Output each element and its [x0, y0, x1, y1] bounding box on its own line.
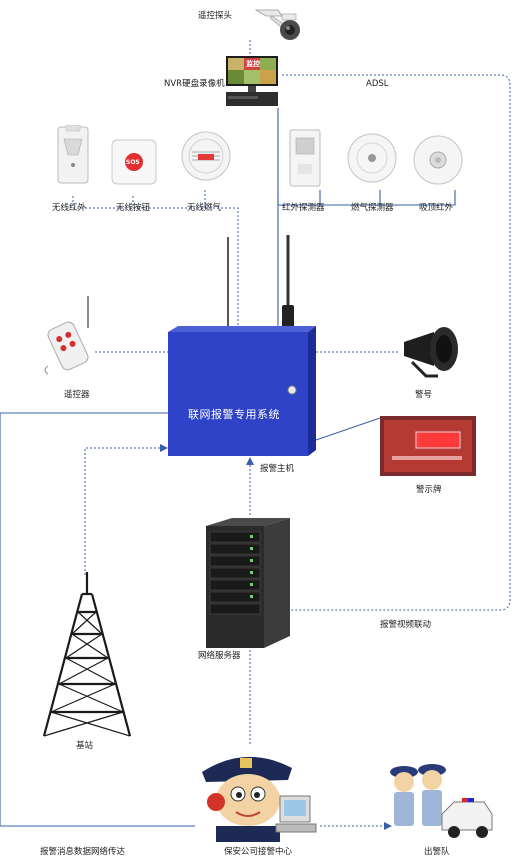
- police-label: 出警队: [424, 847, 450, 857]
- pir-detector-label: 红外探测器: [282, 203, 325, 213]
- pir-detector: [288, 128, 322, 190]
- security-center: [196, 742, 318, 842]
- base-station-tower: [42, 572, 132, 738]
- server-label: 网络服务器: [198, 651, 241, 661]
- ceiling-pir-label: 吸顶红外: [419, 203, 454, 213]
- sos-text: SOS: [126, 159, 140, 166]
- nvr-label: NVR硬盘录像机: [164, 79, 225, 89]
- ptz-camera-label: 遥控探头: [198, 11, 233, 21]
- wireless-button-label: 无线按钮: [116, 203, 151, 213]
- line-adsl: [282, 74, 511, 611]
- video-link-label: 报警视频联动: [380, 620, 432, 630]
- gas-detector-label: 燃气探测器: [351, 203, 394, 213]
- wireless-gas-detector: [178, 130, 234, 188]
- sign-label: 警示牌: [416, 485, 442, 495]
- alarm-panel-host: 联网报警专用系统: [168, 326, 316, 456]
- host-label: 报警主机: [260, 464, 295, 474]
- siren-label: 警号: [415, 390, 433, 400]
- ceiling-pir: [412, 134, 464, 186]
- line-tower-panel: [84, 447, 160, 575]
- line-wired-bus: [277, 190, 456, 206]
- antennas: [216, 235, 304, 335]
- wireless-sos-button: SOS: [110, 138, 158, 186]
- nvr-recorder: 监控: [224, 56, 280, 108]
- line-left-bottom: [0, 413, 195, 827]
- network-transfer-label: 报警消息数据网络传达: [40, 847, 126, 857]
- security-center-label: 保安公司接警中心: [224, 847, 293, 857]
- siren: [398, 322, 468, 384]
- panel-title: 联网报警专用系统: [188, 408, 280, 421]
- wireless-gas-label: 无线燃气: [187, 203, 222, 213]
- ptz-camera: [252, 4, 308, 44]
- network-server: [206, 518, 290, 648]
- remote-control: [40, 294, 96, 376]
- tower-label: 基站: [76, 741, 94, 751]
- gas-detector: [346, 132, 398, 186]
- wireless-pir-label: 无线红外: [52, 203, 87, 213]
- line-wireless-bus: [72, 196, 239, 328]
- nvr-screen-text: 监控: [246, 60, 260, 68]
- police-team: [384, 758, 494, 840]
- wireless-pir-sensor: [56, 124, 90, 187]
- adsl-label: ADSL: [366, 79, 389, 89]
- line-panel-sign: [315, 417, 381, 441]
- remote-label: 遥控器: [64, 390, 90, 400]
- warning-sign: [380, 416, 476, 476]
